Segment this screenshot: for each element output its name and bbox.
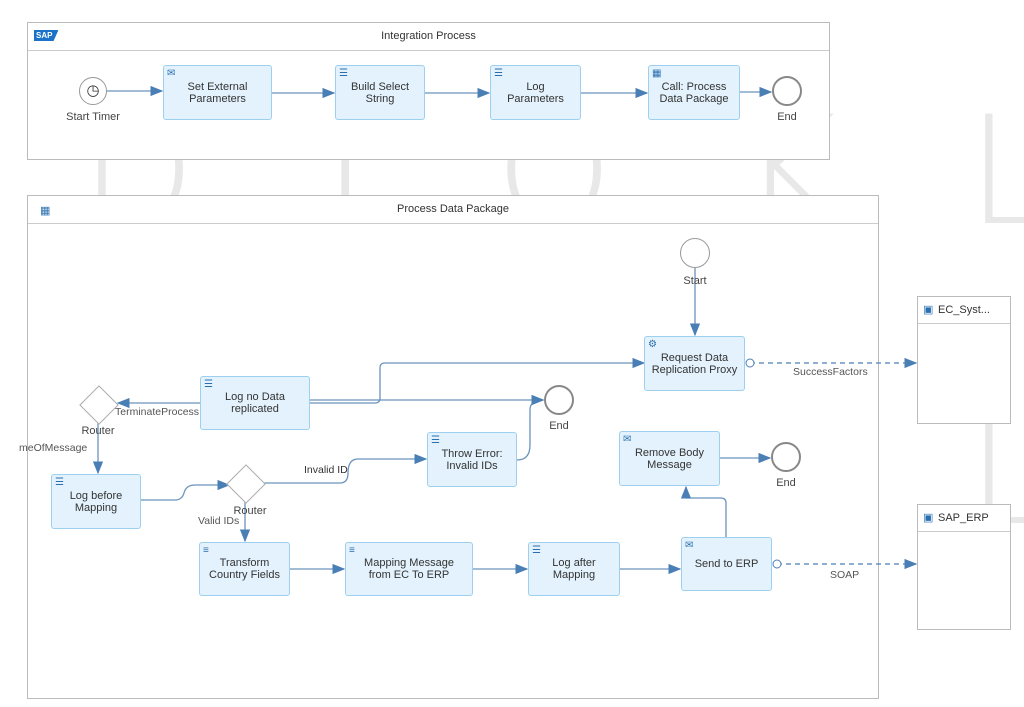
- sap-logo-icon: SAP: [34, 30, 59, 41]
- pool-title: Process Data Package: [397, 203, 509, 215]
- step-call-process-data-package[interactable]: ▦Call: Process Data Package: [648, 65, 740, 120]
- pool-title: Integration Process: [381, 30, 476, 42]
- process-call-icon: ▦: [652, 68, 662, 79]
- step-log-before-mapping[interactable]: ☰ Log before Mapping: [51, 474, 141, 529]
- end-event[interactable]: [772, 76, 802, 106]
- participant-label: EC_Syst...: [938, 304, 990, 316]
- step-transform-country-fields[interactable]: ≡Transform Country Fields: [199, 542, 290, 596]
- edge-label-invalid-id: Invalid ID: [304, 464, 348, 476]
- end-label: End: [776, 477, 796, 489]
- step-log-after-mapping[interactable]: ☰ Log after Mapping: [528, 542, 620, 596]
- start-timer-event[interactable]: ◷: [79, 77, 107, 105]
- step-label: Set External Parameters: [187, 80, 248, 105]
- step-request-data-replication-proxy[interactable]: ⚙Request Data Replication Proxy: [644, 336, 745, 391]
- script-icon: ☰: [55, 477, 64, 488]
- script-icon: ☰: [339, 68, 348, 79]
- participant-ec-system[interactable]: ▣ EC_Syst...: [917, 296, 1011, 424]
- step-log-no-data-replicated[interactable]: ☰ Log no Data replicated: [200, 376, 310, 430]
- start-timer-label: Start Timer: [66, 111, 120, 123]
- subprocess-icon: ▦: [40, 205, 51, 217]
- step-label: Send to ERP: [694, 558, 759, 570]
- step-label: Remove Body Message: [634, 446, 705, 471]
- clock-icon: ◷: [86, 82, 100, 99]
- mapping-icon: ≡: [349, 545, 355, 556]
- step-send-to-erp[interactable]: ✉Send to ERP: [681, 537, 772, 591]
- step-label: Call: Process Data Package: [659, 80, 729, 105]
- edge-label-terminate: TerminateProcess: [115, 406, 200, 418]
- edge-label-successfactors: SuccessFactors: [793, 366, 868, 378]
- script-icon: ☰: [431, 435, 440, 446]
- step-label: Build Select String: [350, 80, 410, 105]
- end-label: End: [549, 420, 569, 432]
- step-label: Log no Data replicated: [225, 391, 285, 415]
- end-event[interactable]: [771, 442, 801, 472]
- step-label: Log before Mapping: [69, 489, 123, 514]
- edge-label-soap: SOAP: [830, 569, 860, 581]
- mapping-icon: ≡: [203, 545, 209, 556]
- end-label: End: [777, 111, 797, 123]
- step-label: Request Data Replication Proxy: [651, 351, 738, 376]
- participant-sap-erp[interactable]: ▣ SAP_ERP: [917, 504, 1011, 630]
- step-label: Mapping Message from EC To ERP: [364, 557, 454, 581]
- participant-label: SAP_ERP: [938, 512, 989, 524]
- start-event[interactable]: [680, 238, 710, 268]
- script-icon: ☰: [204, 379, 213, 390]
- script-icon: ☰: [494, 68, 503, 79]
- step-label: Throw Error: Invalid IDs: [441, 447, 503, 472]
- content-modifier-icon: ✉: [623, 434, 632, 445]
- router-label: Router: [81, 425, 115, 437]
- edge-label-valid-ids: Valid IDs: [198, 515, 240, 527]
- participant-icon: ▣: [923, 512, 934, 524]
- sequence-flow: [516, 394, 545, 461]
- sequence-flow: [680, 485, 727, 537]
- step-label: Log after Mapping: [552, 557, 596, 581]
- step-mapping-message[interactable]: ≡ Mapping Message from EC To ERP: [345, 542, 473, 596]
- gear-icon: ⚙: [648, 339, 657, 350]
- sequence-flow: [116, 357, 646, 409]
- step-set-external-parameters[interactable]: ✉ Set External Parameters: [163, 65, 272, 120]
- send-icon: ✉: [685, 540, 694, 551]
- end-event[interactable]: [544, 385, 574, 415]
- participant-icon: ▣: [923, 304, 934, 316]
- edge-label-end-of-message: meOfMessage: [19, 442, 88, 454]
- step-build-select-string[interactable]: ☰Build Select String: [335, 65, 425, 120]
- content-modifier-icon: ✉: [167, 68, 176, 79]
- script-icon: ☰: [532, 545, 541, 556]
- step-label: Transform Country Fields: [209, 557, 280, 581]
- sequence-flow: [141, 479, 231, 501]
- step-remove-body-message[interactable]: ✉Remove Body Message: [619, 431, 720, 486]
- step-log-parameters[interactable]: ☰ Log Parameters: [490, 65, 581, 120]
- start-label: Start: [683, 275, 707, 287]
- router-label: Router: [233, 505, 267, 517]
- step-throw-error-invalid-ids[interactable]: ☰Throw Error: Invalid IDs: [427, 432, 517, 487]
- step-label: Log Parameters: [507, 80, 564, 105]
- sequence-flow: [261, 453, 428, 484]
